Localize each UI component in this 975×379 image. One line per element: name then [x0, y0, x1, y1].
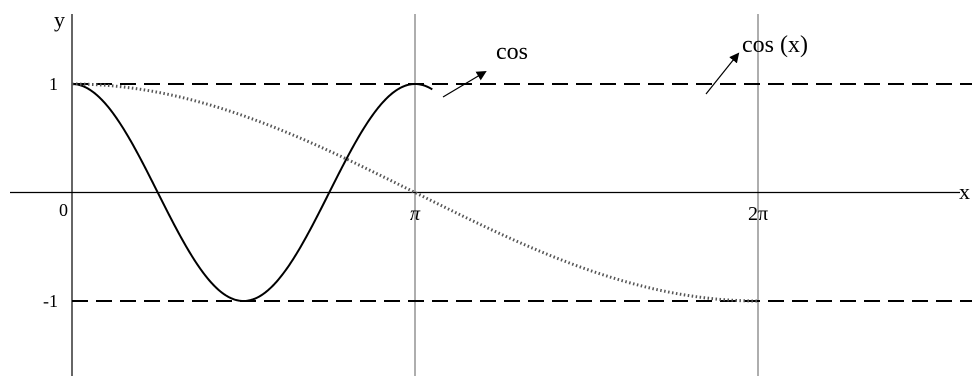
annotation-arrow-cos-x	[705, 52, 740, 95]
annotation-cos: cos	[496, 39, 528, 65]
series-cos-line	[71, 82, 433, 303]
y-tick-label-0: 0	[59, 200, 68, 220]
y-tick-label-1: 1	[49, 74, 58, 94]
y-tick-label-neg1: -1	[43, 291, 58, 311]
annotation-cos-x: cos (x)	[742, 32, 808, 58]
annotation-arrow-cos	[442, 70, 487, 98]
x-tick-label-2pi: 2π	[748, 203, 768, 225]
x-tick-label-pi: π	[410, 203, 421, 225]
x-axis-label: x	[959, 179, 970, 204]
y-axis-label: y	[54, 7, 65, 32]
